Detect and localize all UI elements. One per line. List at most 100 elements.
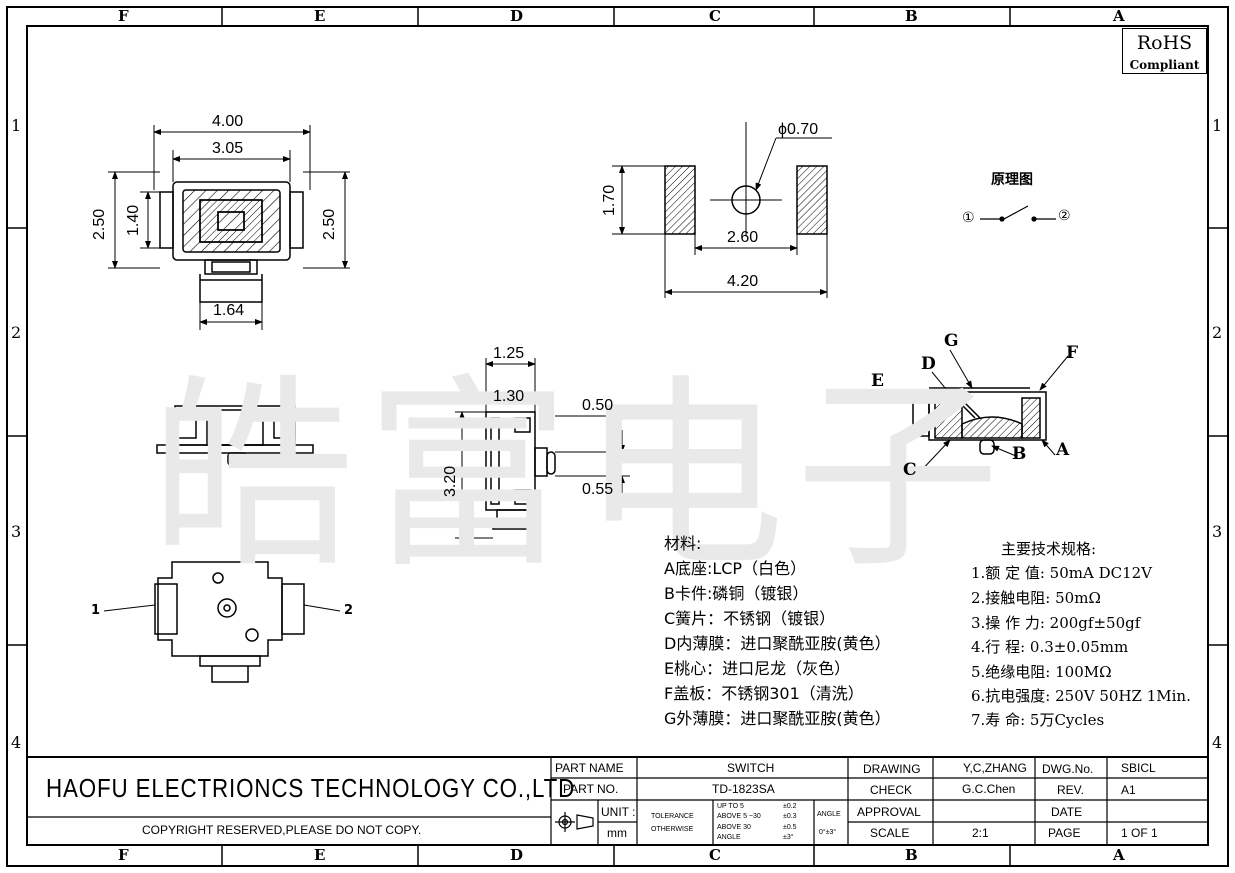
dim-top-height-outer: 2.50 — [91, 208, 108, 240]
schematic-pin2: ② — [1058, 208, 1071, 224]
angle-label: ANGLE — [817, 811, 841, 818]
schematic-pin1: ① — [962, 210, 975, 226]
zone-bottom-a: A — [1113, 846, 1125, 864]
tol-val: ±0.3 — [783, 813, 797, 820]
zone-top-f: F — [118, 7, 129, 25]
unit-label: UNIT : — [601, 805, 636, 819]
copyright-notice: COPYRIGHT RESERVED,PLEASE DO NOT COPY. — [142, 823, 422, 837]
tol-row: UP TO 5 — [717, 803, 744, 810]
zone-left-4: 4 — [11, 733, 22, 752]
tol-val: ±0.5 — [783, 824, 797, 831]
callout-b: B — [1012, 444, 1027, 464]
spec-item: 1.额 定 值: 50mA DC12V — [971, 564, 1153, 582]
callout-e: E — [871, 371, 884, 391]
dwg-label: DWG.No. — [1042, 762, 1094, 776]
rev-value: A1 — [1121, 783, 1136, 797]
zone-left-2: 2 — [11, 323, 22, 342]
zone-top-c: C — [709, 7, 721, 25]
material-item: A底座:LCP（白色） — [664, 559, 807, 578]
tol-val: ±0.2 — [783, 803, 797, 810]
zone-right-3: 3 — [1212, 522, 1223, 541]
tolerance-label-2: OTHERWISE — [651, 826, 694, 833]
dim-hole-diameter: ϕ0.70 — [778, 121, 819, 138]
dim-top-height-right: 2.50 — [321, 208, 338, 240]
zone-bottom-e: E — [314, 846, 326, 864]
unit-value: mm — [607, 826, 627, 840]
bottom-pin-1: 1 — [91, 603, 101, 618]
callout-a: A — [1056, 440, 1070, 460]
zone-bottom-b: B — [905, 846, 918, 864]
dim-top-width-inner: 3.05 — [212, 140, 244, 157]
bottom-pin-2: 2 — [344, 603, 354, 618]
material-item: E桃心：进口尼龙（灰色） — [664, 659, 851, 678]
dim-top-height-inner: 1.40 — [125, 204, 142, 236]
callout-c: C — [903, 460, 917, 480]
callout-f: F — [1066, 343, 1079, 363]
spec-item: 7.寿 命: 5万Cycles — [971, 711, 1105, 729]
zone-bottom-d: D — [510, 846, 524, 864]
date-label: DATE — [1051, 805, 1083, 819]
zone-right-4: 4 — [1212, 733, 1223, 752]
spec-item: 6.抗电强度: 250V 50HZ 1Min. — [971, 687, 1191, 705]
tol-row: ABOVE 30 — [717, 824, 751, 831]
drawing-label: DRAWING — [863, 762, 921, 776]
zone-left-3: 3 — [11, 522, 22, 541]
dim-side-depth-1: 0.50 — [582, 397, 614, 414]
drawing-value: Y,C,ZHANG — [963, 761, 1027, 775]
part-name-value: SWITCH — [727, 761, 775, 775]
dim-side-height: 3.20 — [442, 465, 459, 497]
dim-pad-overall: 4.20 — [727, 273, 759, 290]
rohs-title: RoHS — [1136, 32, 1193, 54]
dim-pad-height: 1.70 — [601, 184, 618, 216]
material-item: G外薄膜：进口聚酰亚胺(黄色） — [664, 709, 891, 728]
page-value: 1 OF 1 — [1121, 826, 1158, 840]
zone-bottom-f: F — [118, 846, 129, 864]
rohs-subtitle: Compliant — [1129, 58, 1200, 72]
scale-value: 2:1 — [972, 826, 989, 840]
material-item: B卡件:磷铜（镀银） — [664, 584, 809, 603]
angle-value: 0°±3° — [819, 829, 837, 836]
page-label: PAGE — [1048, 826, 1081, 840]
dim-stem-width: 1.64 — [213, 302, 245, 319]
watermark: 皓富电子 — [150, 358, 1010, 596]
check-label: CHECK — [870, 783, 913, 797]
zone-right-1: 1 — [1212, 116, 1223, 135]
tol-row: ANGLE — [717, 834, 741, 841]
zone-top-d: D — [510, 7, 524, 25]
rohs-badge: RoHS Compliant — [1122, 28, 1207, 74]
material-item: D内薄膜：进口聚酰亚胺(黄色） — [664, 634, 891, 653]
spec-item: 5.绝缘电阻: 100MΩ — [971, 663, 1112, 681]
material-item: C簧片：不锈钢（镀银） — [664, 609, 836, 628]
tol-row: ABOVE 5 ~30 — [717, 813, 761, 820]
schematic-title: 原理图 — [991, 172, 1033, 188]
spec-item: 4.行 程: 0.3±0.05mm — [971, 638, 1129, 656]
zone-top-b: B — [905, 7, 918, 25]
dim-top-width-outer: 4.00 — [212, 113, 244, 130]
part-name-label: PART NAME — [555, 761, 624, 775]
specs-title: 主要技术规格: — [1001, 540, 1097, 558]
material-item: F盖板：不锈钢301（清洗） — [664, 684, 864, 703]
spec-item: 3.操 作 力: 200gf±50gf — [971, 614, 1141, 632]
zone-top-a: A — [1113, 7, 1125, 25]
spec-item: 2.接触电阻: 50mΩ — [971, 589, 1101, 607]
tol-val: ±3° — [783, 834, 794, 841]
zone-left-1: 1 — [11, 116, 22, 135]
callout-g: G — [944, 331, 959, 351]
check-value: G.C.Chen — [962, 782, 1016, 796]
dim-side-width-1: 1.25 — [493, 345, 525, 362]
callout-d: D — [921, 354, 936, 374]
rev-label: REV. — [1057, 783, 1084, 797]
dim-side-depth-2: 0.55 — [582, 481, 614, 498]
company-name: HAOFU ELECTRIONCS TECHNOLOGY CO.,LTD — [46, 773, 576, 803]
zone-bottom-c: C — [709, 846, 721, 864]
tolerance-label-1: TOLERANCE — [651, 813, 694, 820]
part-no-value: TD-1823SA — [712, 782, 775, 796]
part-no-label: PART NO. — [563, 782, 619, 796]
approval-label: APPROVAL — [857, 805, 921, 819]
materials-title: 材料: — [664, 534, 702, 553]
zone-top-e: E — [314, 7, 326, 25]
dwg-value: SBICL — [1121, 761, 1156, 775]
zone-right-2: 2 — [1212, 323, 1223, 342]
